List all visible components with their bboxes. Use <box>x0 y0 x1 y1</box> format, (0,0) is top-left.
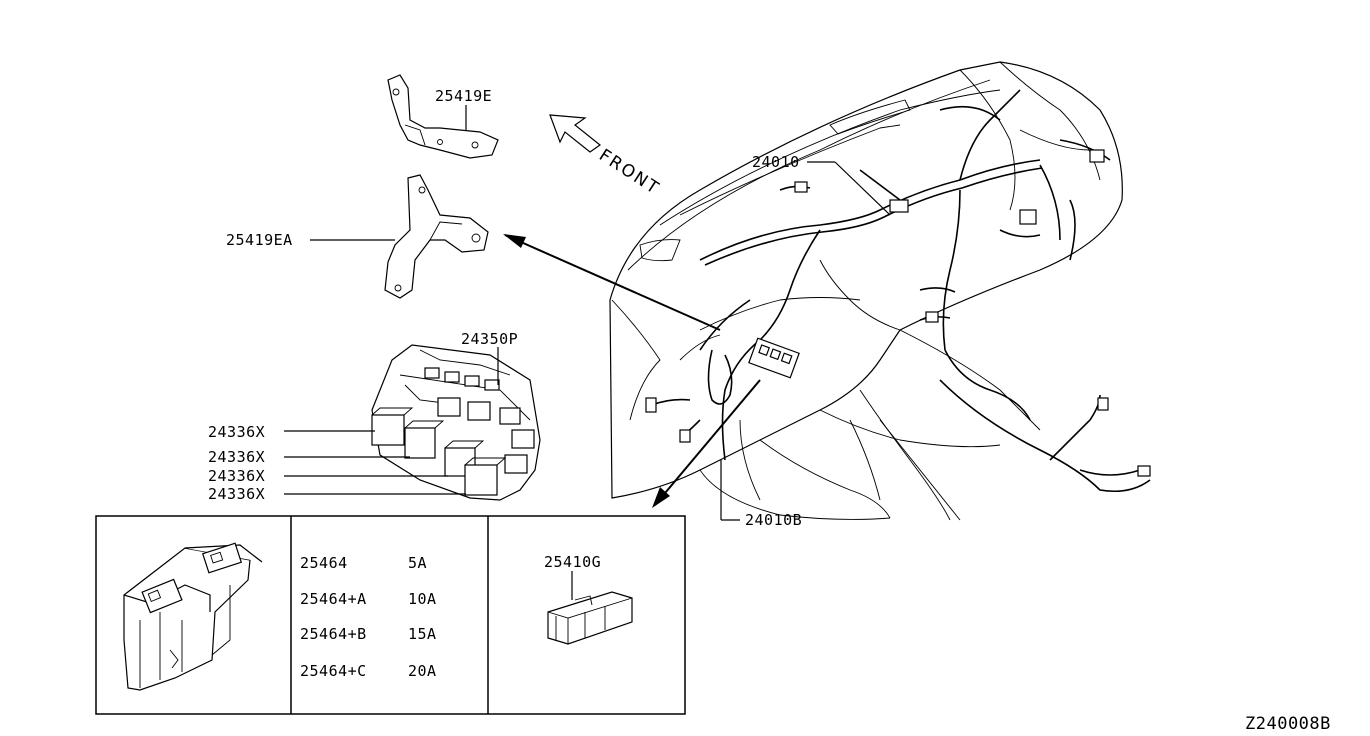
fuse-row-4-rating: 20A <box>408 662 437 680</box>
diagram-code: Z240008B <box>1245 714 1331 734</box>
fuse-holder-illustration <box>547 591 633 645</box>
part-labels: 25419E 25419EA 24350P 24336X 24336X 2433… <box>208 87 802 529</box>
label-24010B: 24010B <box>745 511 802 529</box>
label-24336X-2: 24336X <box>208 448 265 466</box>
fuse-row-2-rating: 10A <box>408 590 437 608</box>
fuse-row-3-part: 25464+B <box>300 625 367 643</box>
front-direction-indicator: FRONT <box>549 114 663 199</box>
bracket-lower-drawing <box>384 174 489 299</box>
label-24350P: 24350P <box>461 330 518 348</box>
label-24336X-1: 24336X <box>208 423 265 441</box>
label-24010: 24010 <box>752 153 800 171</box>
bracket-upper-drawing <box>387 74 499 159</box>
instrument-panel-drawing <box>609 61 1123 521</box>
fuse-block-drawing <box>371 344 541 501</box>
label-24336X-3: 24336X <box>208 467 265 485</box>
arrow-head-icon <box>503 234 526 248</box>
relay-2-icon <box>404 427 436 459</box>
fuse-row-1-rating: 5A <box>408 554 427 572</box>
relay-4-icon <box>464 464 498 496</box>
arrow-head-icon-2 <box>652 487 670 508</box>
label-25419EA: 25419EA <box>226 231 293 249</box>
pointer-arrows <box>503 234 761 508</box>
wire-harness-drawing <box>645 89 1151 493</box>
fuse-table-frame <box>95 515 686 715</box>
fuse-row-3-rating: 15A <box>408 625 437 643</box>
fuse-table: 25464 5A 25464+A 10A 25464+B 15A 25464+C… <box>95 515 686 715</box>
fuse-row-2-part: 25464+A <box>300 590 367 608</box>
label-24336X-4: 24336X <box>208 485 265 503</box>
leader-lines <box>284 105 891 600</box>
fuse-illustration <box>123 542 263 691</box>
label-25410G: 25410G <box>544 553 601 571</box>
front-label: FRONT <box>595 145 663 199</box>
relay-1-icon <box>371 414 405 446</box>
fuse-row-4-part: 25464+C <box>300 662 367 680</box>
front-arrow-icon <box>549 114 602 153</box>
label-25419E: 25419E <box>435 87 492 105</box>
fuse-row-1-part: 25464 <box>300 554 348 572</box>
